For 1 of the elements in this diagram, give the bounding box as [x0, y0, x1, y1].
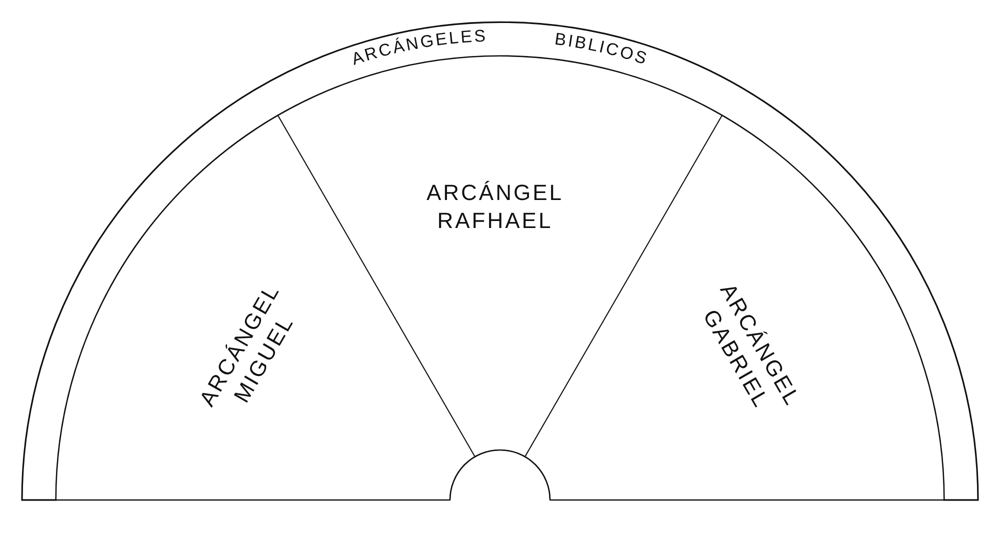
sector-label: ARCÁNGEL RAFHAEL: [425, 179, 565, 235]
